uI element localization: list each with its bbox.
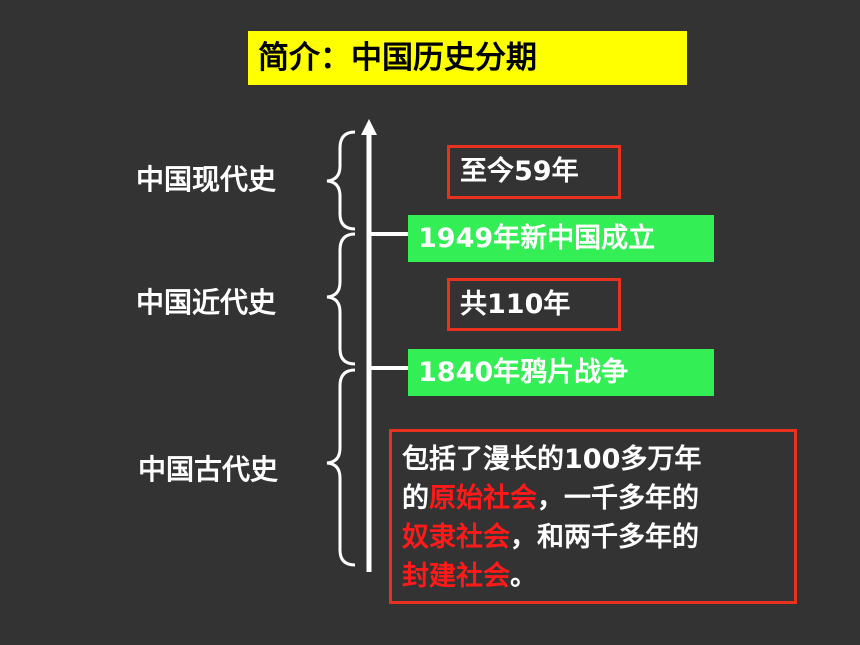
duration-box-now: 至今59年 xyxy=(447,145,621,199)
event-box-1840: 1840年鸦片战争 xyxy=(408,349,714,396)
era-label-ancient: 中国古代史 xyxy=(138,453,279,486)
desc-line-2: 的原始社会，一千多年的 xyxy=(402,479,794,518)
page-title: 简介：中国历史分期 xyxy=(248,31,687,85)
desc-line-3: 奴隶社会，和两千多年的 xyxy=(402,518,794,557)
desc-line-4: 封建社会。 xyxy=(402,557,794,596)
desc-text: ，和两千多年的 xyxy=(510,522,699,553)
desc-text: 包括了漫长的100多万年 xyxy=(402,444,702,475)
era-label-modern: 中国现代史 xyxy=(136,163,277,196)
desc-text: ，一千多年的 xyxy=(537,483,699,514)
desc-highlight-feudal: 封建社会 xyxy=(402,561,510,592)
desc-highlight-primitive: 原始社会 xyxy=(429,483,537,514)
event-box-1949: 1949年新中国成立 xyxy=(408,215,714,262)
brace-modern xyxy=(326,130,356,231)
era-label-near: 中国近代史 xyxy=(136,286,277,319)
desc-text: 的 xyxy=(402,483,429,514)
brace-near xyxy=(326,232,356,366)
ancient-description-box: 包括了漫长的100多万年 的原始社会，一千多年的 奴隶社会，和两千多年的 封建社… xyxy=(389,429,797,604)
timeline-arrowhead xyxy=(361,119,377,135)
brace-ancient xyxy=(326,368,356,567)
duration-box-near: 共110年 xyxy=(447,278,621,331)
desc-line-1: 包括了漫长的100多万年 xyxy=(402,440,794,479)
desc-highlight-slave: 奴隶社会 xyxy=(402,522,510,553)
desc-text: 。 xyxy=(510,561,537,592)
